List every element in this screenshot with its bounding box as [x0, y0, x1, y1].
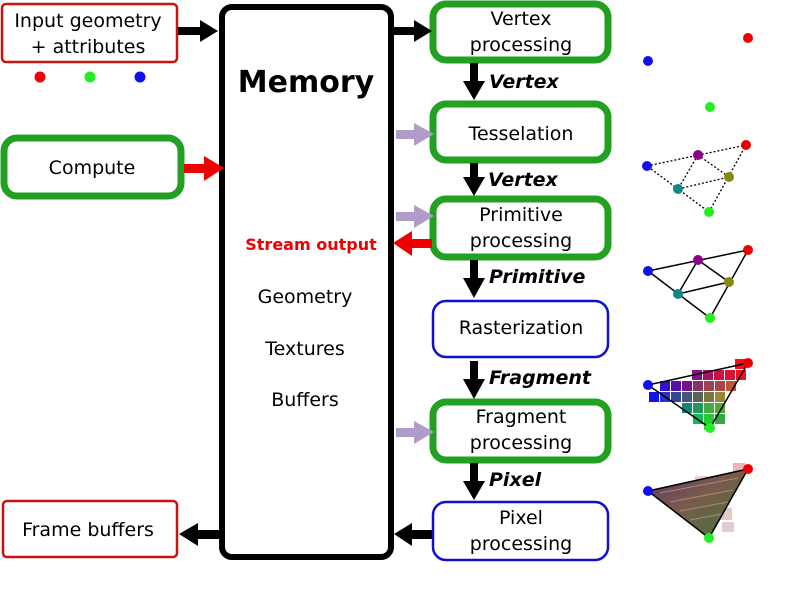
arrow-memory-to-framebuffers — [179, 523, 220, 546]
vertex-processing-line1: Vertex — [490, 8, 551, 30]
fragment-processing-line2: processing — [470, 432, 572, 454]
input-geometry-label-line1: Input geometry — [14, 10, 161, 32]
memory-title: Memory — [238, 65, 375, 100]
arrow-tesselation-to-primitive — [463, 163, 485, 196]
primitive-processing-line2: processing — [470, 230, 572, 252]
flow-label-pixel: Pixel — [489, 469, 542, 491]
memory-item-textures: Textures — [264, 338, 344, 360]
arrow-rasterization-to-fragment — [463, 361, 485, 399]
stage-primitive-processing: Primitive processing — [429, 195, 612, 261]
illustration-primitives — [643, 245, 753, 323]
tesselation-label: Tesselation — [468, 123, 574, 145]
fragment-processing-line1: Fragment — [476, 406, 567, 428]
flow-label-fragment: Fragment — [489, 367, 592, 389]
stage-fragment-processing: Fragment processing — [429, 398, 612, 464]
stage-tesselation: Tesselation — [429, 100, 612, 164]
frame-buffers-box: Frame buffers — [1, 499, 179, 559]
illustration-fragments — [643, 358, 753, 433]
arrow-vertex-to-tesselation — [463, 63, 485, 100]
arrow-memory-to-primitive — [396, 205, 434, 228]
input-geometry-label-line2: + attributes — [31, 36, 146, 58]
flow-label-vertex-2: Vertex — [488, 169, 559, 191]
compute-label: Compute — [49, 157, 136, 179]
arrow-pixel-to-memory — [394, 523, 432, 546]
memory-item-buffers: Buffers — [271, 389, 339, 411]
memory-item-geometry: Geometry — [258, 286, 353, 308]
stage-vertex-processing: Vertex processing — [429, 0, 612, 64]
arrow-fragment-to-pixel — [463, 463, 485, 500]
arrow-memory-to-vertex — [394, 20, 432, 42]
rasterization-label: Rasterization — [459, 317, 584, 339]
pixel-processing-line1: Pixel — [499, 507, 543, 529]
input-geometry-box: Input geometry + attributes — [0, 2, 179, 64]
arrow-primitive-to-rasterization — [463, 260, 485, 298]
frame-buffers-label: Frame buffers — [22, 519, 154, 541]
pixel-processing-line2: processing — [470, 533, 572, 555]
memory-block: Memory Stream output Geometry Textures B… — [219, 4, 394, 560]
arrow-stream-output — [393, 231, 432, 256]
arrow-memory-to-tesselation — [396, 123, 434, 146]
illustration-pixels — [643, 463, 753, 543]
flow-label-vertex-1: Vertex — [489, 71, 560, 93]
stream-output-label: Stream output — [245, 235, 377, 254]
vertex-processing-line2: processing — [470, 34, 572, 56]
arrow-compute-to-memory — [184, 156, 224, 181]
input-green-dot — [84, 71, 96, 83]
stage-pixel-processing: Pixel processing — [431, 500, 610, 562]
input-blue-dot — [134, 71, 146, 83]
primitive-processing-line1: Primitive — [479, 204, 563, 226]
illustration-tesselation — [642, 140, 751, 217]
arrow-input-to-memory — [178, 20, 218, 42]
input-red-dot — [34, 71, 46, 83]
arrow-memory-to-fragment — [396, 421, 434, 444]
stage-rasterization: Rasterization — [431, 299, 610, 359]
illustration-vertices — [643, 33, 753, 112]
compute-box: Compute — [0, 134, 185, 200]
flow-label-primitive: Primitive — [489, 266, 586, 288]
